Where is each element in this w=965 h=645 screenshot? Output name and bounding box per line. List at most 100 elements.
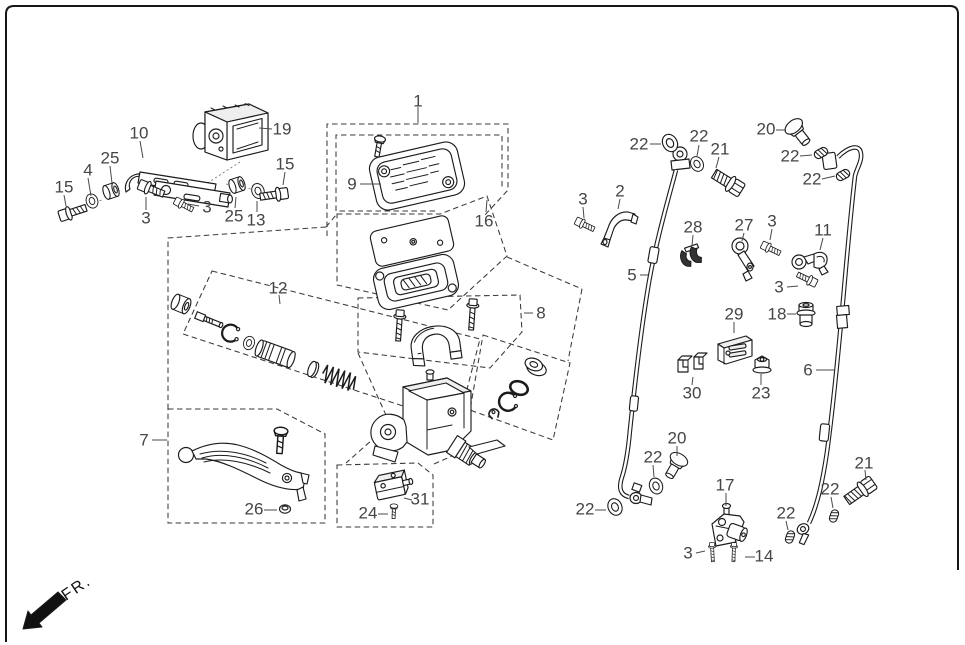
part-label-3: 3 xyxy=(683,544,692,563)
hose-clip-22 xyxy=(827,508,841,524)
hose-clamp-27 xyxy=(731,237,755,282)
leader-line xyxy=(741,232,745,242)
leader-line xyxy=(87,177,92,197)
group-box-sealkit xyxy=(469,334,571,441)
handlebar-clamp xyxy=(410,325,463,367)
part-label-10: 10 xyxy=(130,124,149,143)
leader-line xyxy=(278,294,281,305)
group-box-1 xyxy=(326,123,509,236)
part-label-25: 25 xyxy=(101,149,120,168)
group-box-7 xyxy=(167,408,326,524)
part-label-3: 3 xyxy=(202,198,211,217)
diaphragm-plate xyxy=(369,215,455,267)
part-label-15: 15 xyxy=(55,178,74,197)
part-label-8: 8 xyxy=(536,304,545,323)
bracket-screw-14 xyxy=(729,542,739,563)
seal-washer-22 xyxy=(646,475,666,497)
leader-line xyxy=(582,206,585,219)
leader-lines-layer xyxy=(63,107,867,558)
page-border xyxy=(5,5,959,642)
group-box-cap xyxy=(335,134,503,212)
piston-spring xyxy=(322,364,357,391)
clamp-bolt-3 xyxy=(759,239,783,259)
diaphragm-seal xyxy=(372,253,460,311)
clamp-bolt-right xyxy=(464,298,480,331)
part-label-5: 5 xyxy=(627,266,636,285)
leader-line xyxy=(715,156,720,169)
part-label-21: 21 xyxy=(855,454,874,473)
clamp-bolt-left xyxy=(391,309,407,342)
part-label-6: 6 xyxy=(803,361,812,380)
stay-bolt-3 xyxy=(573,215,597,235)
part-label-9: 9 xyxy=(347,175,356,194)
group-outline-left xyxy=(167,226,327,409)
part-label-26: 26 xyxy=(245,500,264,519)
group-connector-line xyxy=(325,214,337,228)
hose-clip-22 xyxy=(783,529,797,545)
part-label-30: 30 xyxy=(683,384,702,403)
part-label-3: 3 xyxy=(578,190,587,209)
leader-line xyxy=(691,234,694,247)
part-label-3: 3 xyxy=(141,209,150,228)
switch-screw-24 xyxy=(389,503,399,520)
part-label-16: 16 xyxy=(475,212,494,231)
sensor-clamp-11 xyxy=(791,251,829,276)
leader-line xyxy=(282,171,286,186)
group-box-diaphragm xyxy=(336,195,508,311)
part-label-22: 22 xyxy=(777,504,796,523)
group-box-8 xyxy=(357,294,523,369)
leader-line xyxy=(617,198,621,210)
mounting-bracket xyxy=(124,171,233,208)
hose-stay-2 xyxy=(600,211,639,248)
part-label-29: 29 xyxy=(725,305,744,324)
double-clip-30 xyxy=(677,352,708,373)
leader-line xyxy=(786,285,799,288)
reservoir-cap xyxy=(368,141,466,211)
fr-label: FR. xyxy=(59,572,95,604)
flange-nut-23 xyxy=(752,355,772,374)
brake-light-switch xyxy=(373,469,414,501)
part-label-19: 19 xyxy=(273,120,292,139)
leader-line xyxy=(830,496,834,509)
rubber-grommet-25-right xyxy=(226,175,248,195)
group-boxes-layer xyxy=(167,123,583,528)
banjo-bolt-21-bottom xyxy=(841,474,879,509)
part-label-3: 3 xyxy=(767,212,776,231)
leader-line xyxy=(695,550,706,554)
part-label-22: 22 xyxy=(630,135,649,154)
fr-arrow-icon xyxy=(22,591,67,630)
part-label-23: 23 xyxy=(752,384,771,403)
part-label-24: 24 xyxy=(359,504,378,523)
union-cap-20-top xyxy=(781,114,816,151)
lever-pivot-bolt xyxy=(271,426,289,455)
part-label-13: 13 xyxy=(247,211,266,230)
fr-direction-indicator: FR. xyxy=(22,572,95,630)
leader-line xyxy=(258,127,273,130)
part-label-22: 22 xyxy=(803,170,822,189)
part-label-3: 3 xyxy=(774,278,783,297)
group-connector-line xyxy=(506,256,583,290)
part-label-20: 20 xyxy=(668,429,687,448)
part-label-28: 28 xyxy=(684,218,703,237)
washer-4 xyxy=(83,191,101,211)
cap-screw-left xyxy=(370,134,387,159)
part-label-15: 15 xyxy=(276,155,295,174)
part-label-22: 22 xyxy=(690,127,709,146)
sensor-bolt-3 xyxy=(794,269,820,289)
master-cylinder-body xyxy=(370,369,506,469)
part-label-1: 1 xyxy=(413,92,422,111)
part-label-7: 7 xyxy=(139,431,148,450)
leader-line xyxy=(403,497,413,501)
part-label-12: 12 xyxy=(269,279,288,298)
lever-nut-26 xyxy=(278,504,292,514)
group-box-switch xyxy=(336,462,434,528)
leader-line xyxy=(109,165,113,184)
union-cap-20-bottom xyxy=(659,449,691,483)
part-label-22: 22 xyxy=(781,147,800,166)
seal-washer-22 xyxy=(687,153,707,175)
leader-line xyxy=(819,237,824,251)
banjo-bolt-21-top xyxy=(708,165,747,199)
leader-line xyxy=(485,199,488,213)
